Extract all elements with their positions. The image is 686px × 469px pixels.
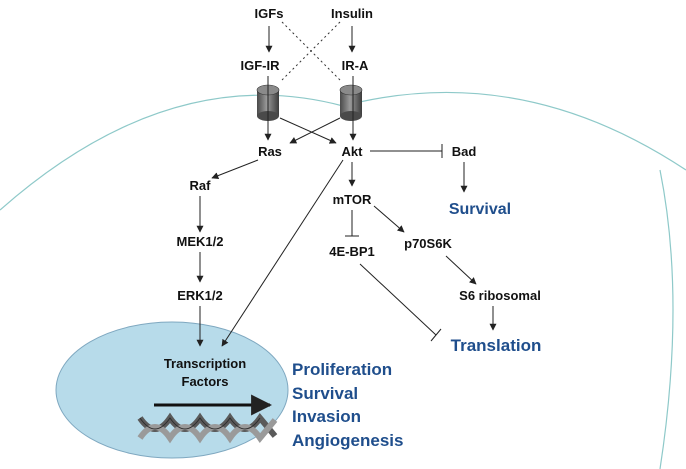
translation-outcome: Translation	[451, 336, 542, 355]
edge-ras-raf	[211, 159, 259, 179]
mek-label: MEK1/2	[177, 234, 224, 249]
edge-insulin-igfir-dotted	[281, 21, 341, 81]
outcome-invasion: Invasion	[292, 407, 361, 426]
bad-label: Bad	[452, 144, 477, 159]
edge-ira-ras	[289, 117, 341, 144]
nucleus	[55, 321, 289, 459]
ir-a-label: IR-A	[342, 58, 369, 73]
mtor-label: mTOR	[333, 192, 372, 207]
4ebp1-label: 4E-BP1	[329, 244, 375, 259]
erk-label: ERK1/2	[177, 288, 223, 303]
dna-helix-icon	[137, 412, 278, 444]
igf-ir-label: IGF-IR	[241, 58, 281, 73]
insulin-label: Insulin	[331, 6, 373, 21]
transcription-factors-line1: Transcription	[164, 356, 246, 371]
ir-a-receptor	[339, 84, 363, 121]
akt-label: Akt	[342, 144, 364, 159]
edge-mtor-p70s6k	[373, 205, 405, 233]
outcome-survival: Survival	[292, 384, 358, 403]
survival-outcome: Survival	[449, 201, 511, 218]
edge-akt-nucleus	[221, 159, 344, 347]
ras-label: Ras	[258, 144, 282, 159]
s6-ribosomal-label: S6 ribosomal	[459, 288, 541, 303]
outcome-proliferation: Proliferation	[292, 360, 392, 379]
edge-p70s6k-s6	[445, 255, 477, 285]
transcription-factors-line2: Factors	[182, 374, 229, 389]
cell-membrane-right-edge	[659, 169, 674, 469]
edge-igfir-akt	[279, 117, 337, 144]
inhibit-bar-translation	[430, 328, 442, 342]
edge-4ebp1-translation-inhibit	[359, 263, 437, 336]
igfs-label: IGFs	[255, 6, 284, 21]
p70s6k-label: p70S6K	[404, 236, 452, 251]
raf-label: Raf	[190, 178, 212, 193]
outcome-angiogenesis: Angiogenesis	[292, 431, 403, 450]
